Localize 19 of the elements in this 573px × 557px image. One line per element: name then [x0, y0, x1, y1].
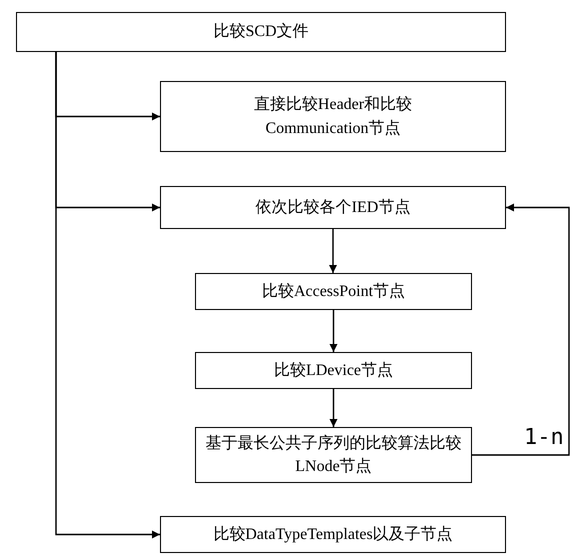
box-label: 直接比较Header和比较Communication节点 [252, 94, 414, 138]
arrow [55, 52, 160, 538]
box-label: 依次比较各个IED节点 [254, 198, 412, 218]
arrow [330, 389, 338, 427]
process-box [160, 186, 506, 229]
process-box [195, 427, 472, 483]
box-label: 比较SCD文件 [212, 22, 310, 42]
arrow [329, 229, 337, 273]
process-box [160, 81, 506, 152]
process-box [195, 352, 472, 389]
box-label: 比较AccessPoint节点 [260, 282, 406, 302]
process-box [16, 12, 506, 52]
process-box [195, 273, 472, 310]
box-label: 比较LDevice节点 [272, 360, 394, 381]
box-label: 比较DataTypeTemplates以及子节点 [212, 524, 454, 545]
arrow [472, 204, 570, 456]
arrow [330, 310, 338, 352]
box-label: 基于最长公共子序列的比较算法比较LNode节点 [204, 434, 462, 477]
process-box [160, 516, 506, 553]
